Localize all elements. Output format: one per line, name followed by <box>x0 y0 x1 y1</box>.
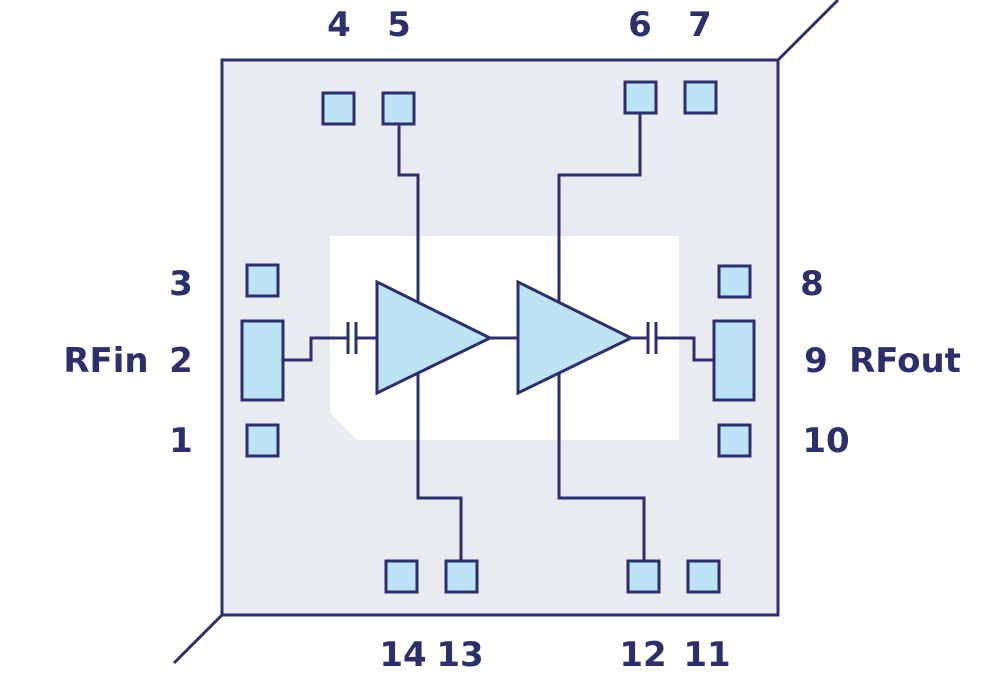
rf-out-label: RFout <box>849 341 961 381</box>
pin-label-14: 14 <box>379 635 426 675</box>
pin-label-1: 1 <box>169 421 193 461</box>
pad-14 <box>384 559 419 594</box>
pin-label-9: 9 <box>804 341 828 381</box>
input-capacitor <box>346 322 358 354</box>
pin6-trace <box>557 113 642 303</box>
pad-3 <box>245 263 280 298</box>
amplifier-stage-2 <box>516 279 635 396</box>
rf-in-label: RFin <box>63 341 148 381</box>
pin13-trace <box>416 373 463 561</box>
pin-label-8: 8 <box>800 264 824 304</box>
pads <box>240 80 756 594</box>
pin-label-3: 3 <box>169 264 193 304</box>
wiring <box>283 113 714 561</box>
pad-12 <box>626 559 661 594</box>
pad-5 <box>381 91 416 126</box>
pad-13 <box>444 559 479 594</box>
pad-11 <box>686 559 721 594</box>
pin-label-7: 7 <box>688 5 712 45</box>
pad-2 <box>240 319 285 402</box>
pin-label-6: 6 <box>628 5 652 45</box>
amplifier-stage-1 <box>375 279 494 396</box>
pin-label-2: 2 <box>169 341 193 381</box>
output-capacitor <box>646 322 658 354</box>
rf-output-trace <box>656 336 714 362</box>
pin-label-10: 10 <box>802 421 849 461</box>
corner-line-top-right <box>776 0 840 62</box>
pad-7 <box>683 80 718 115</box>
pin-label-12: 12 <box>619 635 666 675</box>
pin12-trace <box>557 373 646 561</box>
pin-label-4: 4 <box>327 5 351 45</box>
pad-8 <box>717 264 752 299</box>
corner-line-bottom-left <box>172 613 224 665</box>
pin-label-13: 13 <box>436 635 483 675</box>
pin-labels: 1 2 3 4 5 6 7 8 9 10 11 12 13 14 <box>169 5 850 675</box>
pin5-trace <box>397 124 420 303</box>
port-labels: RFin RFout <box>63 341 961 381</box>
pad-1 <box>245 423 280 458</box>
rf-input-trace <box>283 336 348 362</box>
pad-10 <box>717 423 752 458</box>
pin-label-5: 5 <box>387 5 411 45</box>
pad-9 <box>712 319 756 402</box>
pad-6 <box>623 80 658 115</box>
pad-4 <box>321 91 356 126</box>
pin-label-11: 11 <box>683 635 730 675</box>
